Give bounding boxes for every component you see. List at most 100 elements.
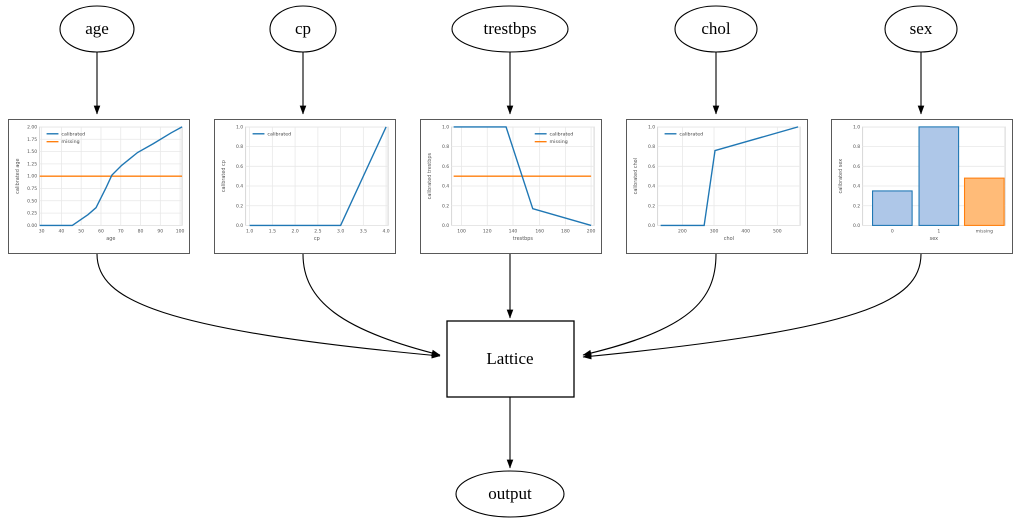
trestbps-ylabel: calibrated trestbps xyxy=(427,153,433,200)
svg-text:200: 200 xyxy=(587,228,596,234)
sex-xticks: 0 1 missing xyxy=(891,228,993,234)
cp-series-calibrated xyxy=(249,126,387,227)
chol-plot-area xyxy=(657,126,801,226)
svg-text:1.0: 1.0 xyxy=(442,124,449,130)
svg-text:4.0: 4.0 xyxy=(382,228,389,234)
svg-text:1.5: 1.5 xyxy=(269,228,276,234)
age-xticks: 30 40 50 60 70 80 90 100 xyxy=(39,228,185,234)
svg-text:120: 120 xyxy=(483,228,492,234)
node-output-shape xyxy=(455,470,565,518)
node-cp-label: cp xyxy=(295,19,311,38)
node-trestbps[interactable]: trestbps xyxy=(451,5,569,53)
chol-legend: calibrated xyxy=(664,131,703,137)
svg-text:400: 400 xyxy=(741,228,750,234)
node-cp[interactable]: cp xyxy=(269,5,337,53)
svg-text:1.0: 1.0 xyxy=(648,124,655,130)
node-output[interactable]: output xyxy=(455,470,565,518)
sex-bar-0 xyxy=(872,190,913,226)
svg-text:180: 180 xyxy=(561,228,570,234)
chol-legend-label-calibrated: calibrated xyxy=(679,131,703,137)
svg-text:2.0: 2.0 xyxy=(291,228,298,234)
svg-text:1.25: 1.25 xyxy=(27,161,37,167)
edge-chol-chart-to-lattice xyxy=(582,253,717,357)
svg-text:0.4: 0.4 xyxy=(853,184,860,190)
sex-xtick-missing: missing xyxy=(976,228,994,234)
svg-text:0.6: 0.6 xyxy=(648,164,655,170)
chart-panel-chol: 0.0 0.2 0.4 0.6 0.8 1.0 200 300 400 500 … xyxy=(626,119,808,254)
svg-text:0.2: 0.2 xyxy=(648,203,655,209)
chol-series-calibrated xyxy=(660,126,799,227)
svg-text:3.0: 3.0 xyxy=(337,228,344,234)
svg-text:80: 80 xyxy=(138,228,144,234)
svg-text:1.00: 1.00 xyxy=(27,174,37,180)
svg-text:0.0: 0.0 xyxy=(853,223,860,229)
sex-ylabel: calibrated sex xyxy=(838,159,844,194)
trestbps-series-calibrated xyxy=(453,126,592,227)
age-legend: calibrated missing xyxy=(46,131,85,145)
svg-text:160: 160 xyxy=(535,228,544,234)
node-trestbps-label: trestbps xyxy=(484,19,537,38)
edge-sex-chart-to-lattice xyxy=(582,253,922,360)
svg-text:0.25: 0.25 xyxy=(27,211,37,217)
node-lattice-shape xyxy=(446,320,575,398)
chart-panel-cp: 0.0 0.2 0.4 0.6 0.8 1.0 1.0 1.5 2.0 2.5 … xyxy=(214,119,396,254)
svg-text:100: 100 xyxy=(457,228,466,234)
node-sex-label: sex xyxy=(910,19,933,38)
trestbps-legend: calibrated missing xyxy=(534,131,574,145)
sex-xtick-0: 0 xyxy=(891,228,894,234)
svg-text:0.00: 0.00 xyxy=(27,223,37,229)
svg-text:1.50: 1.50 xyxy=(27,149,37,155)
sex-xlabel: sex xyxy=(930,236,939,242)
age-yticks: 0.00 0.25 0.50 0.75 1.00 1.25 1.50 1.75 … xyxy=(27,124,37,229)
edge-cp-chart-to-lattice xyxy=(302,253,441,357)
svg-text:200: 200 xyxy=(678,228,687,234)
svg-text:100: 100 xyxy=(176,228,185,234)
cp-xticks: 1.0 1.5 2.0 2.5 3.0 3.5 4.0 xyxy=(246,228,390,234)
chart-panel-age: 0.00 0.25 0.50 0.75 1.00 1.25 1.50 1.75 … xyxy=(8,119,190,254)
chol-plot: 0.0 0.2 0.4 0.6 0.8 1.0 200 300 400 500 … xyxy=(633,124,801,242)
svg-text:0.8: 0.8 xyxy=(442,144,449,150)
cp-plot: 0.0 0.2 0.4 0.6 0.8 1.0 1.0 1.5 2.0 2.5 … xyxy=(221,124,390,242)
sex-bar-missing xyxy=(963,177,1005,226)
svg-text:0.6: 0.6 xyxy=(236,164,243,170)
svg-text:2.00: 2.00 xyxy=(27,124,37,130)
age-series-calibrated xyxy=(39,126,183,227)
node-chol[interactable]: chol xyxy=(674,5,758,53)
svg-text:90: 90 xyxy=(157,228,163,234)
svg-text:0.4: 0.4 xyxy=(236,184,243,190)
svg-text:3.5: 3.5 xyxy=(360,228,367,234)
node-sex[interactable]: sex xyxy=(884,5,958,53)
age-legend-label-missing: missing xyxy=(61,139,79,145)
svg-text:0.2: 0.2 xyxy=(853,203,860,209)
svg-text:140: 140 xyxy=(509,228,518,234)
node-lattice[interactable]: Lattice xyxy=(446,320,575,398)
chart-panel-trestbps: 0.0 0.2 0.4 0.6 0.8 1.0 100 120 140 160 … xyxy=(420,119,602,254)
chart-panel-sex: 0.0 0.2 0.4 0.6 0.8 1.0 0 1 missing sex … xyxy=(831,119,1013,254)
svg-text:60: 60 xyxy=(98,228,104,234)
node-lattice-label: Lattice xyxy=(486,349,533,368)
node-chol-label: chol xyxy=(701,19,731,38)
svg-text:300: 300 xyxy=(710,228,719,234)
age-plot: 0.00 0.25 0.50 0.75 1.00 1.25 1.50 1.75 … xyxy=(15,124,185,242)
svg-text:0.0: 0.0 xyxy=(442,223,449,229)
node-age[interactable]: age xyxy=(59,5,135,53)
chol-yticks: 0.0 0.2 0.4 0.6 0.8 1.0 xyxy=(648,124,655,229)
svg-text:70: 70 xyxy=(118,228,124,234)
node-output-label: output xyxy=(488,484,532,503)
cp-ylabel: calibrated cp xyxy=(221,160,227,192)
sex-bar-1 xyxy=(918,126,960,226)
cp-yticks: 0.0 0.2 0.4 0.6 0.8 1.0 xyxy=(236,124,243,229)
svg-text:0.4: 0.4 xyxy=(648,184,655,190)
edge-age-chart-to-lattice xyxy=(96,253,441,359)
svg-text:0.50: 0.50 xyxy=(27,198,37,204)
chol-ylabel: calibrated chol xyxy=(633,158,639,194)
trestbps-xticks: 100 120 140 160 180 200 xyxy=(457,228,595,234)
svg-text:1.75: 1.75 xyxy=(27,137,37,143)
svg-text:0.2: 0.2 xyxy=(442,203,449,209)
cp-plot-area xyxy=(245,126,389,226)
trestbps-legend-label-calibrated: calibrated xyxy=(550,131,574,137)
trestbps-xlabel: trestbps xyxy=(513,236,534,242)
svg-text:40: 40 xyxy=(59,228,65,234)
cp-xlabel: cp xyxy=(314,236,320,242)
